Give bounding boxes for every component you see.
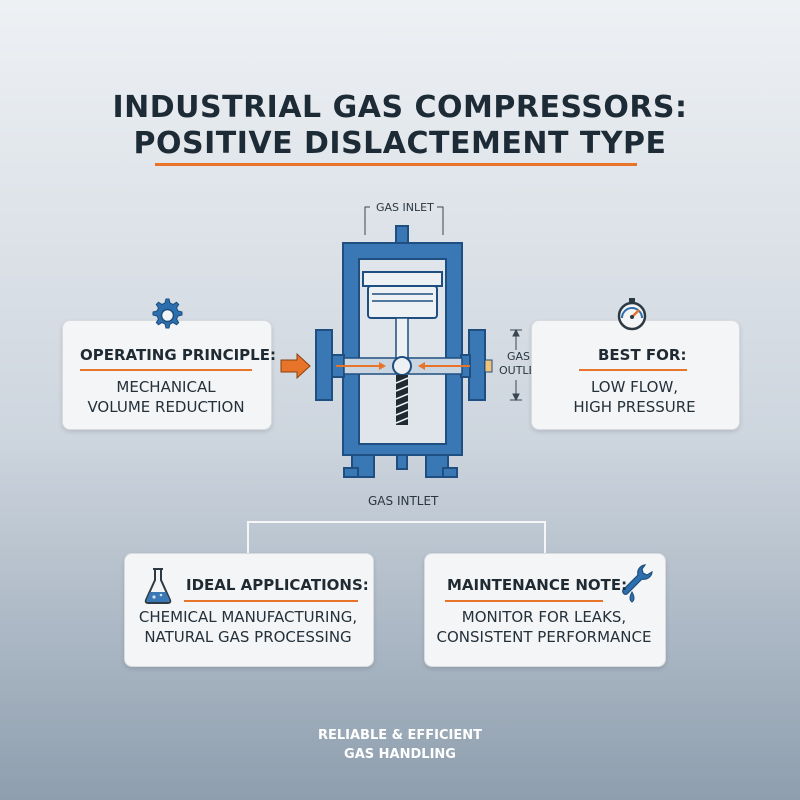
gear-icon — [152, 298, 183, 329]
title-underline — [155, 163, 637, 166]
gas-inlet-top-label: GAS INLET — [376, 201, 434, 214]
operating-principle-card — [62, 320, 272, 430]
piston-head — [362, 271, 443, 287]
gas-outlet-label-line1: GAS — [507, 350, 531, 363]
operating-principle-heading: OPERATING PRINCIPLE: — [80, 346, 276, 364]
maintenance-note-line1: MONITOR FOR LEAKS, — [461, 608, 627, 626]
ideal-applications-heading: IDEAL APPLICATIONS: — [186, 576, 369, 594]
best-for-heading: BEST FOR: — [598, 346, 687, 364]
inlet-arrow — [280, 352, 311, 380]
best-for-line1: LOW FLOW, — [590, 378, 679, 396]
ideal-applications-card — [124, 553, 374, 667]
maintenance-note-card — [424, 553, 666, 667]
operating-principle-line1: MECHANICAL — [116, 378, 216, 396]
best-for-rule — [579, 369, 687, 371]
footer-line1: RELIABLE & EFFICIENT — [317, 728, 483, 743]
best-for-card — [531, 320, 740, 430]
crank-pin — [392, 356, 412, 376]
gas-inlet-bottom-label: GAS INTLET — [368, 494, 439, 508]
operating-principle-rule — [80, 369, 252, 371]
ideal-applications-line1: CHEMICAL MANUFACTURING, — [138, 608, 358, 626]
page-title-line1: INDUSTRIAL GAS COMPRESSORS: — [112, 90, 688, 125]
ideal-applications-line2: NATURAL GAS PROCESSING — [144, 628, 352, 646]
gauge-icon — [617, 298, 647, 331]
operating-principle-line2: VOLUME REDUCTION — [87, 398, 245, 416]
maintenance-note-rule — [445, 600, 603, 602]
piston-body — [367, 285, 438, 319]
wrench-drop-icon — [622, 564, 653, 603]
page-title-line2: POSITIVE DISLACTEMENT TYPE — [133, 126, 667, 161]
maintenance-note-line2: CONSISTENT PERFORMANCE — [436, 628, 652, 646]
left-flange — [315, 329, 333, 401]
inlet-bracket — [364, 206, 444, 235]
maintenance-note-heading: MAINTENANCE NOTE: — [447, 576, 628, 594]
compressor-diagram — [280, 206, 522, 478]
ideal-applications-rule — [184, 600, 358, 602]
right-flange — [468, 329, 486, 401]
best-for-line2: HIGH PRESSURE — [573, 398, 696, 416]
flask-icon — [144, 568, 172, 604]
footer-line2: GAS HANDLING — [344, 747, 456, 762]
